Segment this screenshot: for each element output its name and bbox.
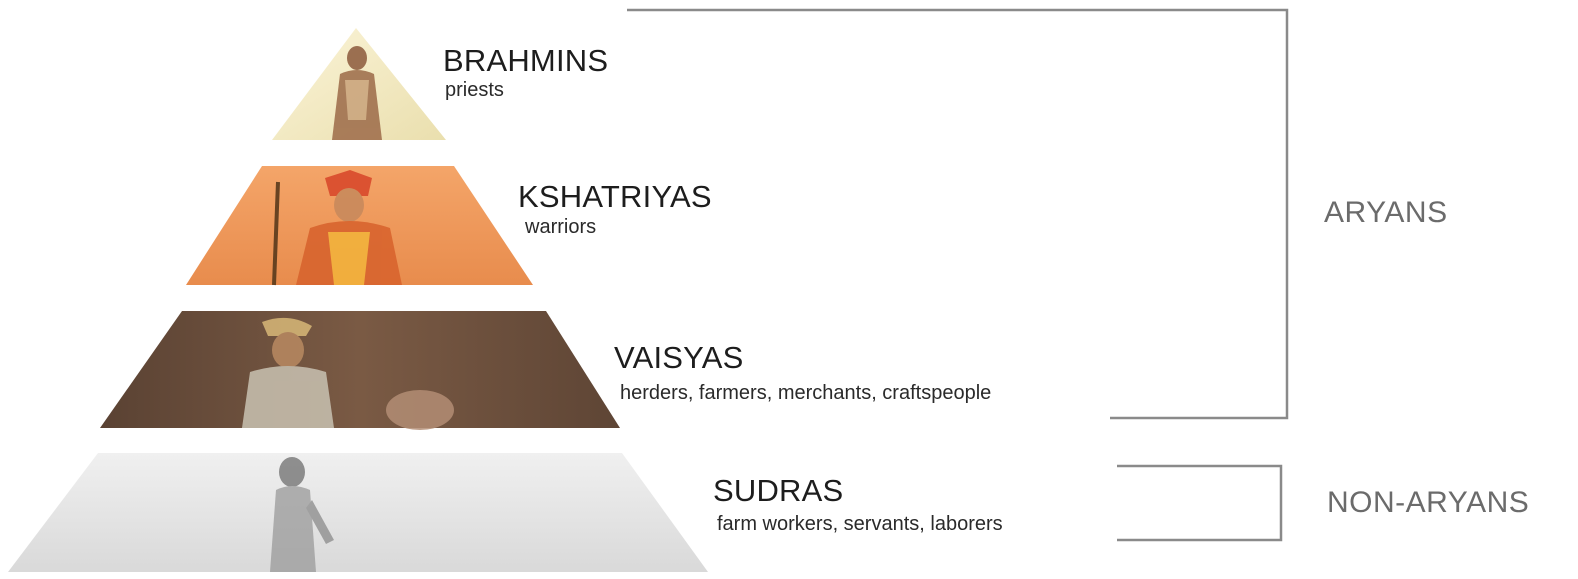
vaisyas-subtitle: herders, farmers, merchants, craftspeopl… bbox=[620, 382, 992, 404]
tier-sudras-shape bbox=[8, 453, 708, 572]
non-aryans-bracket bbox=[1117, 464, 1283, 542]
sudras-subtitle: farm workers, servants, laborers bbox=[717, 513, 1003, 535]
brahmins-title: BRAHMINS bbox=[443, 43, 609, 78]
laborer-figure bbox=[270, 457, 334, 572]
priest-figure bbox=[332, 46, 382, 140]
kshatriyas-subtitle: warriors bbox=[525, 216, 597, 238]
tier-vaisyas-shape bbox=[100, 311, 620, 428]
tier-vaisyas bbox=[100, 311, 620, 430]
aryans-bracket bbox=[627, 8, 1289, 420]
tier-brahmins bbox=[272, 28, 446, 140]
merchant-figure bbox=[242, 317, 454, 430]
vaisyas-title: VAISYAS bbox=[614, 340, 744, 375]
tier-sudras bbox=[8, 453, 708, 572]
aryans-label: ARYANS bbox=[1324, 196, 1448, 229]
kshatriyas-title: KSHATRIYAS bbox=[518, 179, 712, 214]
non-aryans-label: NON-ARYANS bbox=[1327, 486, 1530, 519]
sudras-title: SUDRAS bbox=[713, 473, 844, 508]
tier-kshatriyas bbox=[186, 166, 533, 286]
brahmins-subtitle: priests bbox=[445, 79, 504, 101]
warrior-figure bbox=[272, 170, 402, 286]
